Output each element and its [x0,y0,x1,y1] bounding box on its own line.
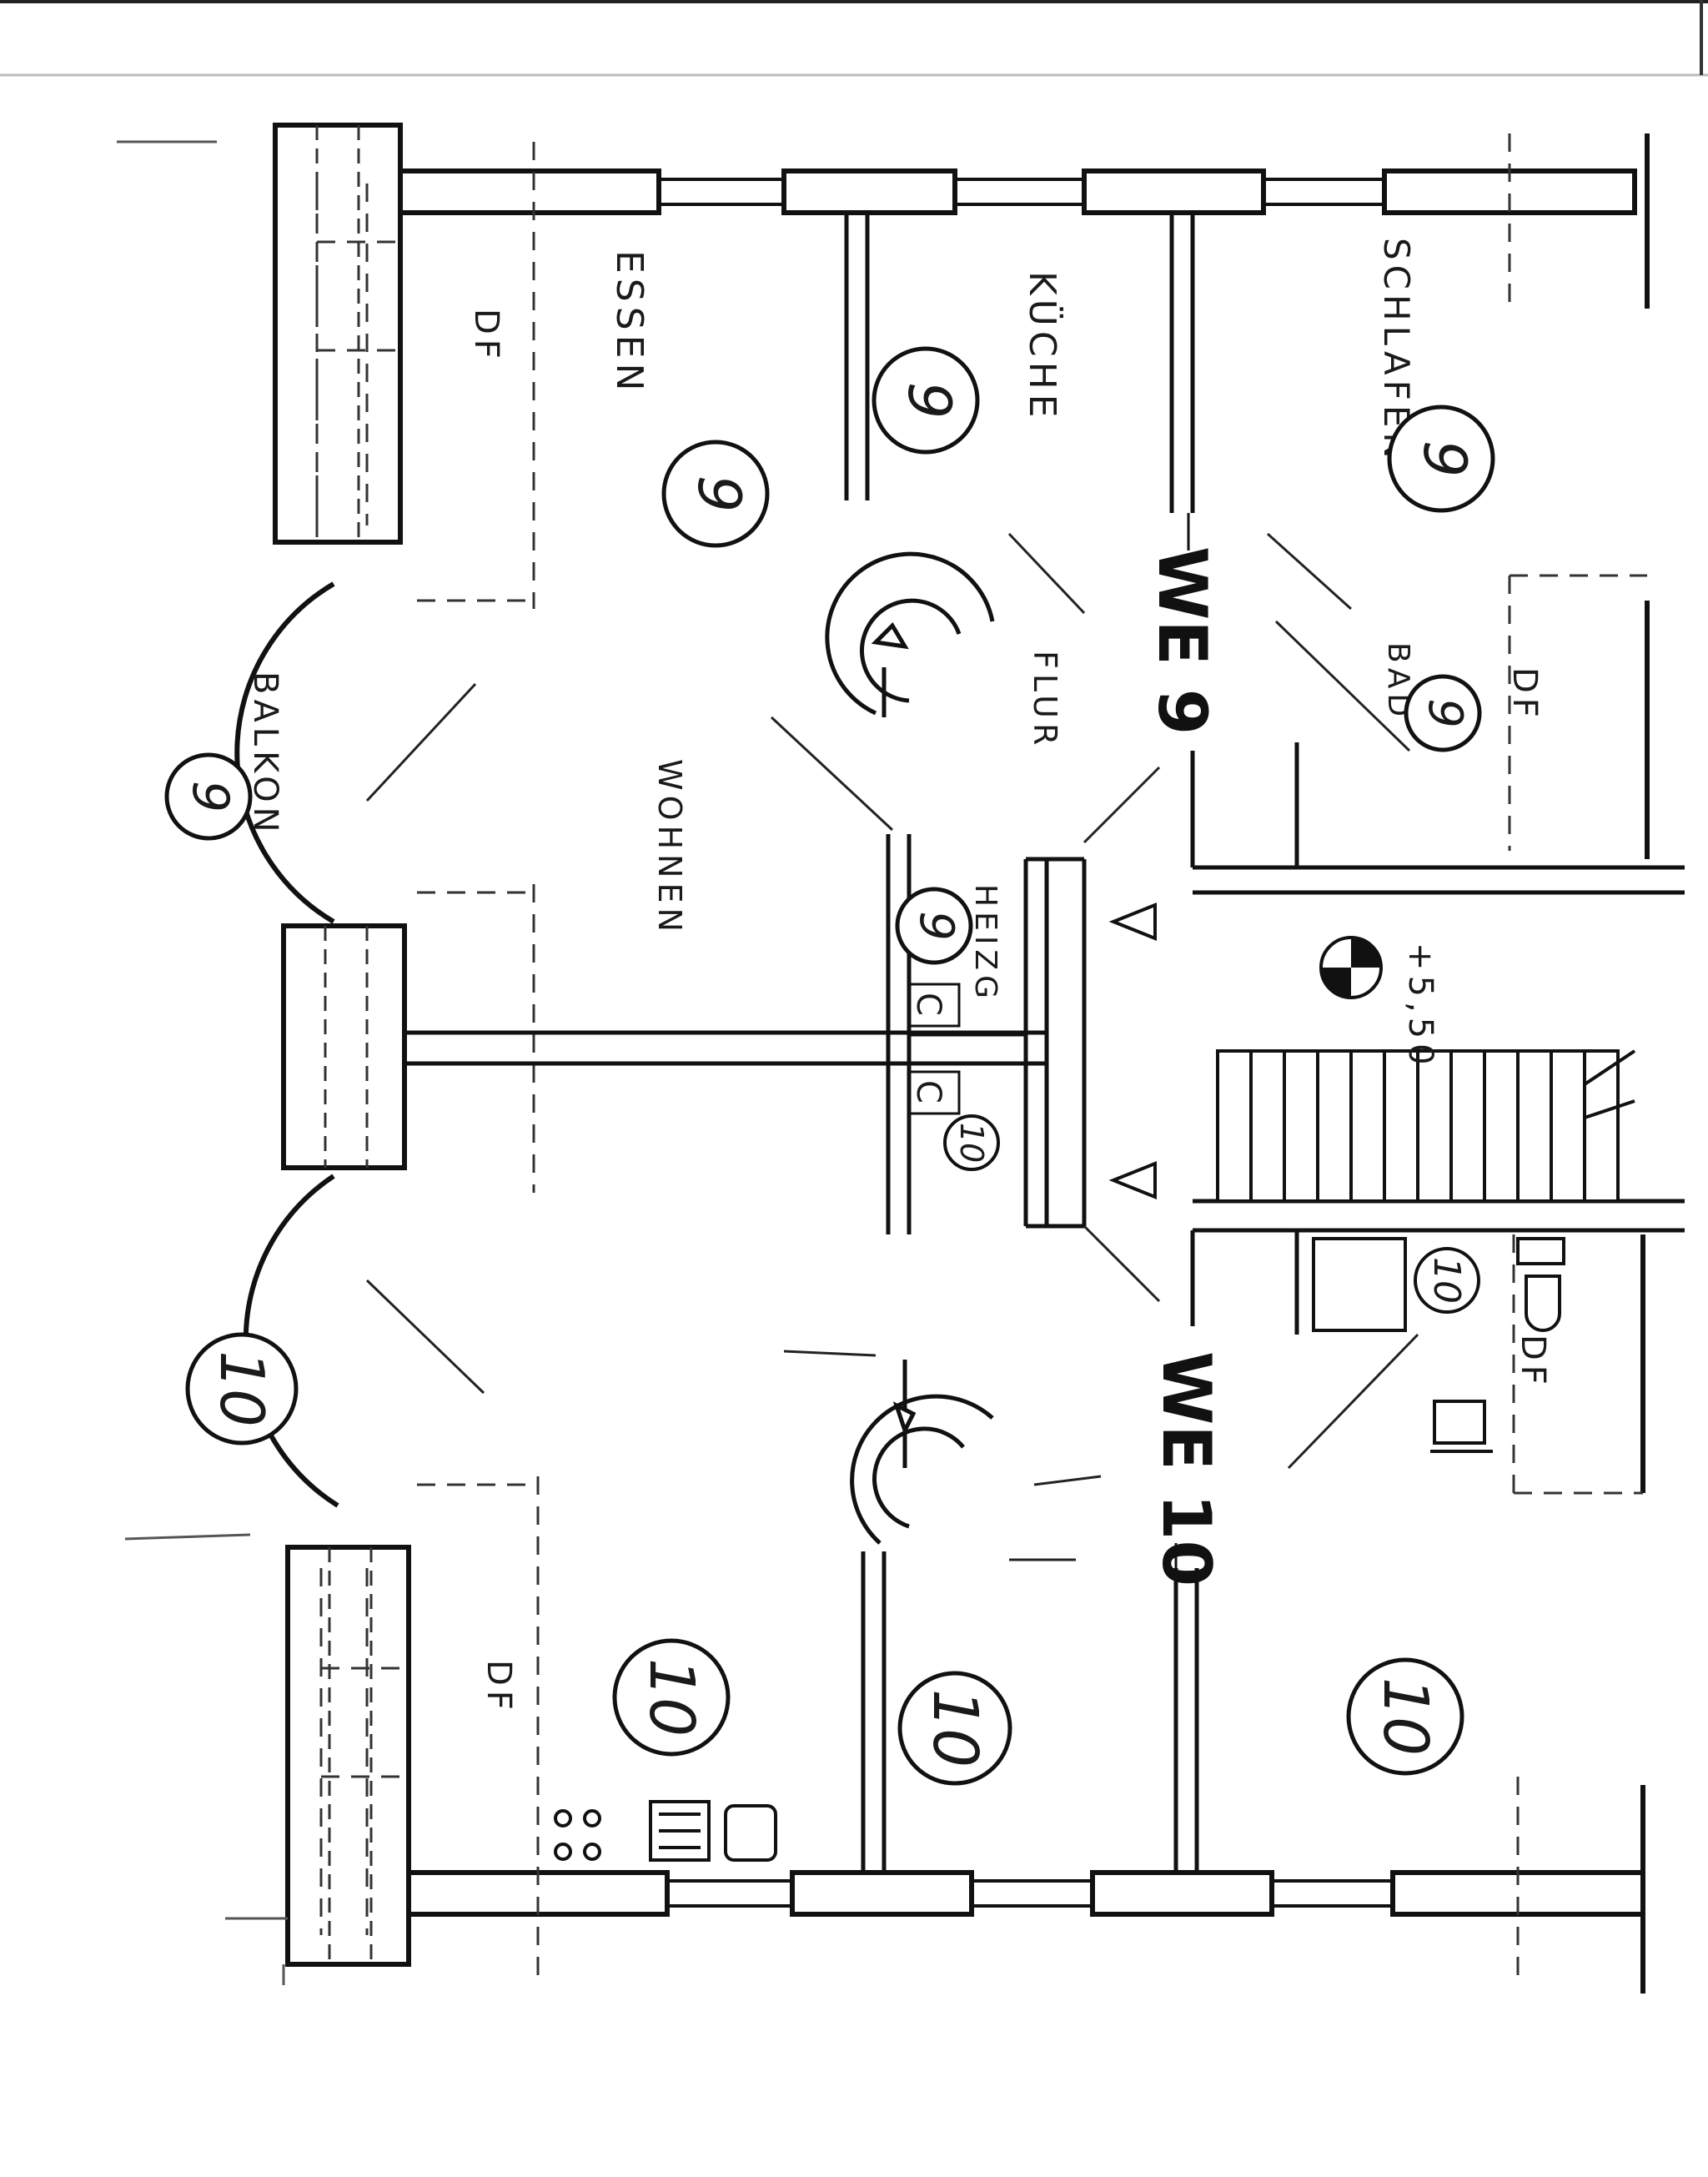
exterior-walls [273,123,1650,1993]
entry-arrow-icons [1108,902,1157,1199]
room-label-balkon: BALKON [246,671,284,837]
circle-markers-we9: 9 9 9 9 9 9 [164,346,1495,965]
circle-marker-we9: 9 [1404,674,1482,752]
svg-text:10: 10 [635,1658,707,1737]
heating-symbol: C [909,993,947,1021]
unit-label-we10: WE 10 [1148,1351,1225,1586]
circle-marker-we10: 10 [897,1671,1012,1786]
circle-marker-we9: 9 [164,752,253,841]
room-label-wohnen: WOHNEN [651,759,688,937]
reference-lines [117,140,288,1985]
heating-symbols: C C [909,993,947,1109]
svg-text:9: 9 [1410,440,1479,478]
circle-marker-we10: 10 [612,1638,731,1757]
circle-marker-we9: 9 [895,887,973,965]
room-label-kueche: KÜCHE [1021,271,1064,423]
level-marker-icon [1319,936,1383,999]
level-label: +5,50 [1401,943,1439,1070]
circle-marker-we10: 10 [1414,1247,1480,1314]
svg-text:10: 10 [1369,1677,1441,1756]
room-label-essen: ESSEN [608,250,651,395]
df-label: DF [1514,1335,1552,1390]
spiral-stair-we9 [825,551,995,717]
bath-fittings [1312,1237,1565,1453]
svg-text:9: 9 [909,911,963,941]
circle-marker-we9: 9 [872,346,980,455]
kitchen-fittings [554,1800,777,1862]
svg-text:9: 9 [181,781,239,812]
room-label-flur: FLUR [1027,651,1063,750]
circle-marker-we10: 10 [185,1332,299,1445]
unit-label-we9: WE 9 [1143,546,1221,735]
svg-text:10: 10 [207,1350,277,1427]
room-label-heizg: HEIZG [968,884,1002,1003]
circle-marker-we10: 10 [943,1114,1000,1171]
parapet-hatching [315,125,373,1964]
df-label: DF [480,1660,518,1715]
svg-text:9: 9 [895,382,963,420]
circle-markers-we10: 10 10 10 10 10 10 [185,1114,1480,1786]
heating-symbol: C [909,1080,947,1109]
df-label: DF [1505,667,1544,722]
df-label: DF [467,309,505,364]
heating-boxes [907,983,961,1115]
svg-text:10: 10 [919,1689,991,1767]
df-labels: DF DF DF DF [467,309,1552,1715]
door-swings [365,532,1419,1561]
unit-labels: WE 9 WE 10 [1143,546,1225,1586]
circle-marker-we9: 9 [661,440,770,548]
svg-text:9: 9 [685,475,753,513]
svg-text:10: 10 [1425,1257,1468,1304]
page-edge [0,0,1708,77]
main-staircase [1216,1049,1636,1203]
svg-text:10: 10 [953,1123,990,1163]
circle-marker-we10: 10 [1346,1657,1464,1776]
spiral-stair-we10 [850,1360,994,1545]
room-labels: ESSEN KÜCHE SCHLAFEN BALKON WOHNEN FLUR … [246,238,1417,1003]
svg-text:9: 9 [1418,698,1472,728]
circle-marker-we9: 9 [1387,405,1495,513]
